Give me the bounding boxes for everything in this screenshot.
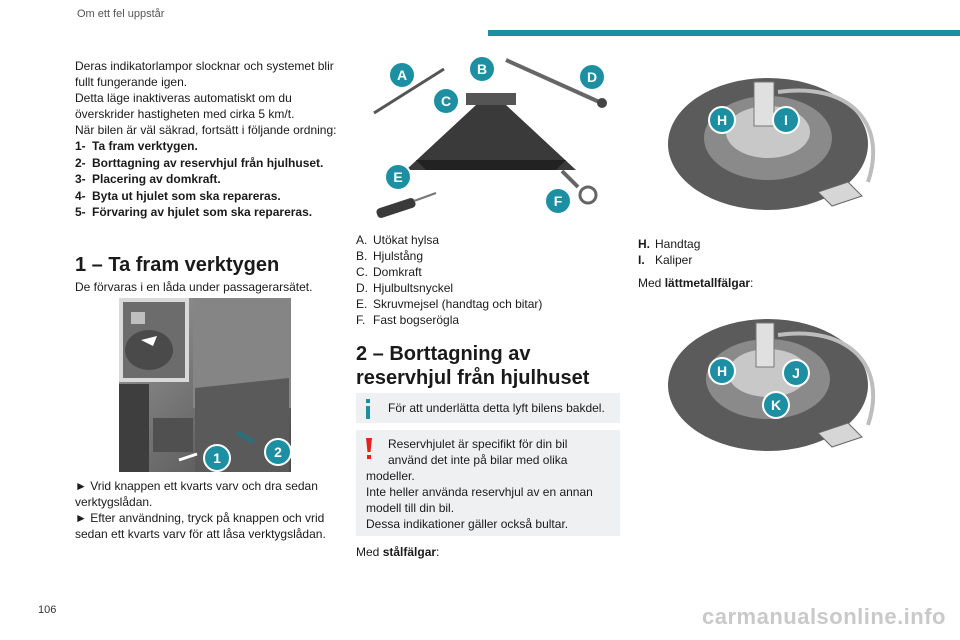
step-item: 4-Byta ut hjulet som ska repareras. [75,188,281,203]
tools-illustration [373,58,607,218]
instructions-block: ► Vrid knappen ett kvarts varv och dra s… [75,478,347,542]
wheel2-badge-h: H [708,357,736,385]
tool-badge-f: F [544,187,572,215]
step-item: 3-Placering av domkraft. [75,172,221,186]
intro-paragraph-1: Deras indikatorlampor slocknar och syste… [75,59,334,89]
wheel2-badge-k: K [762,391,790,419]
info-note-text: För att underlätta detta lyft bilens bak… [388,401,605,415]
tool-badge-a: A [388,61,416,89]
warning-line-1: Reservhjulet är specifikt för din bil [388,437,568,451]
instruction-bullet-1: ► Vrid knappen ett kvarts varv och dra s… [75,479,318,509]
warning-line-5: modell till din bil. [366,501,455,515]
legend-item: F.Fast bogserögla [356,313,460,327]
tools-figure: A B C D E F [356,55,622,220]
info-note: För att underlätta detta lyft bilens bak… [356,393,620,423]
legend-item: I.Kaliper [638,253,693,267]
legend-item: D.Hjulbultsnyckel [356,281,454,295]
step-item: 2-Borttagning av reservhjul från hjulhus… [75,155,324,170]
section1-text: De förvaras i en låda under passagerarsä… [75,280,313,294]
section-header: Om ett fel uppstår [77,8,165,20]
header-accent-bar [488,30,960,36]
legend-item: A.Utökat hylsa [356,233,440,247]
legend-item: B.Hjulstång [356,249,424,263]
steel-rims-label: Med stålfälgar: [356,545,440,559]
warning-line-4: Inte heller använda reservhjul av en ann… [366,485,593,499]
instruction-bullet-2: ► Efter användning, tryck på knappen och… [75,511,326,541]
warning-line-2: använd det inte på bilar med olika [388,453,568,467]
callout-badge-1: 1 [203,444,231,472]
warning-icon [365,438,373,464]
tool-badge-d: D [578,63,606,91]
watermark: carmanualsonline.info [702,604,946,629]
spare-wheel-illustration [668,78,875,210]
legend-item: C.Domkraft [356,265,422,279]
intro-paragraph-2: Detta läge inaktiveras automatiskt om du… [75,91,295,121]
spare-wheel-alloy-illustration [668,319,875,451]
step-item: 5-Förvaring av hjulet som ska repareras. [75,205,313,219]
legend-item: H.Handtag [638,237,701,251]
wheel-legend: H.Handtag I.Kaliper [638,236,898,268]
steps-list: 1-Ta fram verktygen. 2-Borttagning av re… [75,138,345,221]
tool-badge-e: E [384,163,412,191]
warning-line-6: Dessa indikationer gäller också bultar. [366,517,569,531]
toolbox-photo: 1 2 [119,298,291,472]
wheel2-badge-j: J [782,359,810,387]
warning-note: Reservhjulet är specifikt för din bil an… [356,430,620,536]
wheel1-badge-i: I [772,106,800,134]
spare-wheel-steel-figure: H I [668,62,898,212]
warning-line-3: modeller. [366,469,415,483]
callout-badge-2: 2 [264,438,291,466]
legend-item: E.Skruvmejsel (handtag och bitar) [356,297,543,311]
alloy-rims-label: Med lättmetallfälgar: [638,276,754,290]
section1-title: 1 – Ta fram verktygen [75,254,280,276]
step-item: 1-Ta fram verktygen. [75,139,198,153]
tool-badge-b: B [468,55,496,83]
wheel1-badge-h: H [708,106,736,134]
page-number: 106 [38,604,57,616]
tool-badge-c: C [432,87,460,115]
spare-wheel-alloy-figure: H J K [668,305,898,465]
tools-legend: A.Utökat hylsa B.Hjulstång C.Domkraft D.… [356,232,622,328]
info-icon [365,399,371,423]
left-column: Deras indikatorlampor slocknar och syste… [75,58,345,221]
intro-paragraph-3: När bilen är väl säkrad, fortsätt i följ… [75,123,337,137]
